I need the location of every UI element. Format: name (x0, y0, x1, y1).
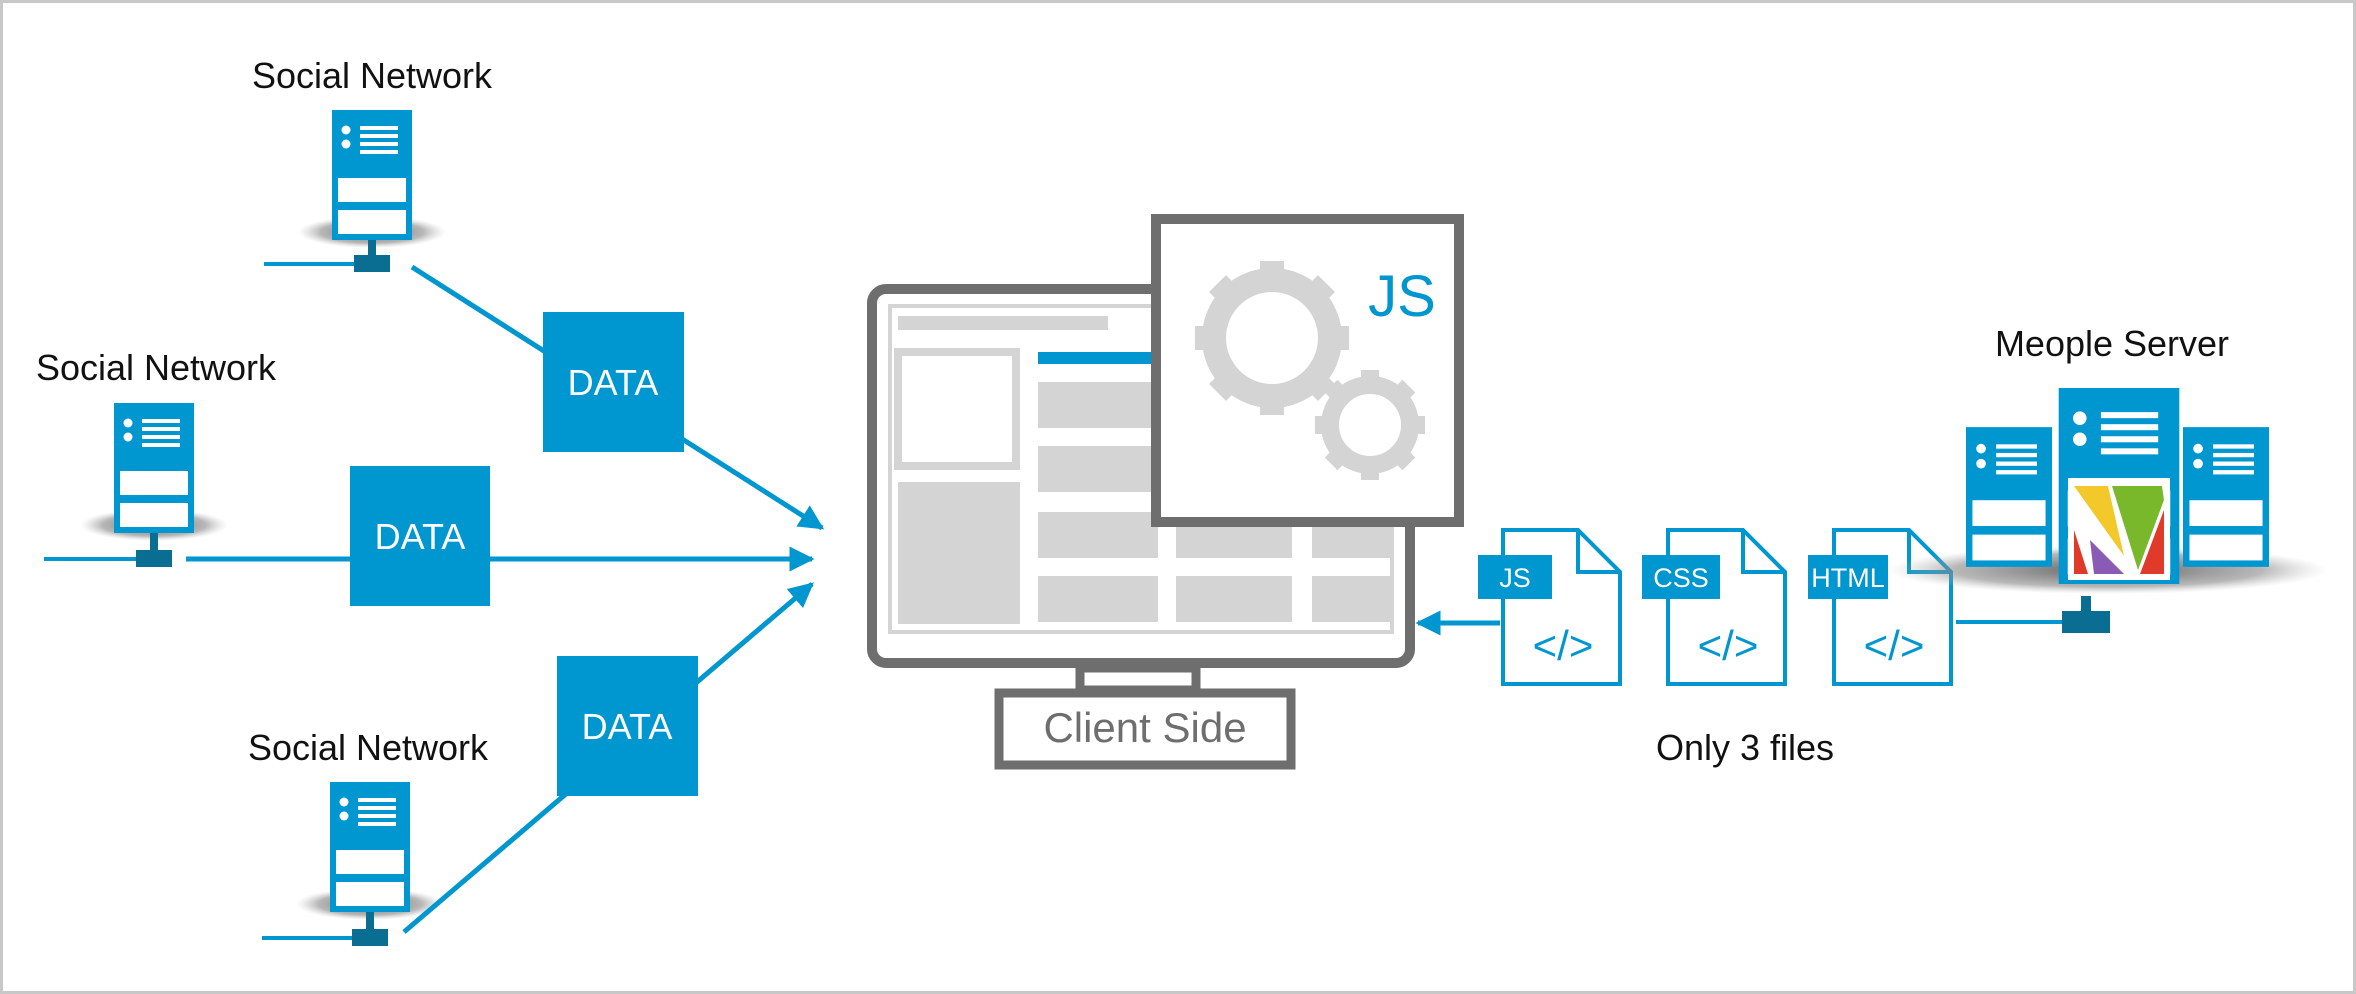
server-icon (114, 403, 194, 533)
social-network-label-middle: Social Network (36, 347, 277, 388)
file-type-label: CSS (1653, 563, 1709, 593)
screen-content-row (1176, 576, 1292, 622)
connector-stem (366, 912, 374, 929)
code-icon: </> (1533, 622, 1594, 669)
data-box-bottom: DATA (557, 656, 698, 796)
code-icon: </> (1864, 622, 1925, 669)
gear-icon-large (1195, 261, 1349, 415)
connector-icon (352, 929, 388, 946)
server-icon-left (1966, 427, 2052, 567)
meople-logo (2068, 478, 2170, 580)
screen-content-row (1038, 382, 1158, 428)
screen-image-placeholder (894, 348, 1020, 470)
social-network-node-top: Social Network (252, 55, 493, 272)
js-badge: JS (1368, 264, 1436, 329)
screen-accent-line (1038, 352, 1178, 364)
server-icon (332, 110, 412, 240)
gear-icon-small (1315, 370, 1425, 480)
connector-icon (354, 255, 390, 272)
server-icon-right (2183, 427, 2269, 567)
monitor-stand (994, 688, 1296, 770)
connector-icon (2062, 611, 2110, 633)
data-box-middle: DATA (350, 466, 490, 606)
meople-server-label: Meople Server (1995, 323, 2229, 364)
file-type-tab (1478, 555, 1552, 599)
data-box-label: DATA (568, 362, 659, 403)
file-css: CSS </> (1642, 528, 1787, 686)
data-box-label: DATA (582, 706, 673, 747)
screen-content-row (1038, 576, 1158, 622)
monitor-neck (1075, 663, 1201, 695)
social-network-node-bottom: Social Network (248, 727, 489, 946)
social-network-label-bottom: Social Network (248, 727, 489, 768)
screen-content-row (1038, 512, 1158, 558)
code-icon: </> (1698, 622, 1759, 669)
file-type-label: HTML (1811, 563, 1885, 593)
server-icon (330, 782, 410, 912)
connector-icon (136, 550, 172, 567)
connector-stem (150, 533, 158, 550)
screen-content-row (1038, 446, 1158, 492)
file-type-label: JS (1499, 563, 1531, 593)
screen-header-bar (898, 316, 1108, 330)
screen-content-row (1312, 576, 1392, 622)
file-type-tab (1642, 555, 1720, 599)
file-js: JS </> (1478, 528, 1622, 686)
file-type-tab (1808, 555, 1888, 599)
client-side-label: Client Side (1043, 704, 1246, 751)
connector-stem (368, 240, 376, 255)
meople-server: Meople Server (1888, 323, 2328, 633)
data-box-label: DATA (375, 516, 466, 557)
connector-stem (2081, 596, 2091, 612)
social-network-node-middle: Social Network (36, 347, 277, 567)
screen-sidebar-block (898, 482, 1020, 624)
file-html: HTML </> (1808, 528, 1953, 686)
social-network-label-top: Social Network (252, 55, 493, 96)
data-box-top: DATA (543, 312, 684, 452)
js-engine-panel: JS (1151, 214, 1464, 527)
files-caption: Only 3 files (1656, 727, 1834, 768)
